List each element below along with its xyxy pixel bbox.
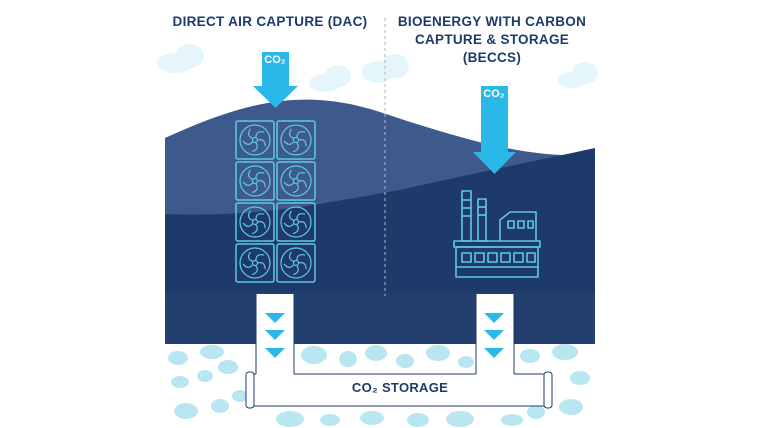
pipe-arrows-beccs [484,313,504,358]
fan-icon [276,243,316,283]
dac-title: DIRECT AIR CAPTURE (DAC) [172,14,368,29]
co2-storage-label: CO₂ STORAGE [351,380,449,395]
co2-label-beccs: CO₂ [483,88,505,100]
beccs-title-line-3: (BECCS) [462,50,522,65]
factory-icon [453,190,541,278]
co2-label-dac: CO₂ [264,54,286,66]
pipe-arrows-dac [265,313,285,358]
arrow-down-icon [265,348,285,358]
dac-fan-grid [235,120,316,283]
fan-icon [276,161,316,201]
rock-layer [168,344,590,427]
arrow-down-icon [484,348,504,358]
ground-layer [165,292,595,344]
arrow-down-icon [484,330,504,340]
fan-icon [235,120,275,160]
arrow-down-icon [484,313,504,323]
fan-icon [235,202,275,242]
fan-icon [235,161,275,201]
arrow-down-icon [265,330,285,340]
beccs-title-line-1: BIOENERGY WITH CARBON [397,14,587,29]
fan-icon [235,243,275,283]
fan-icon [276,202,316,242]
co2-arrow-dac [253,52,298,108]
arrow-down-icon [265,313,285,323]
co2-arrow-beccs [473,86,516,174]
beccs-title: BIOENERGY WITH CARBON CAPTURE & STORAGE … [386,13,598,67]
cloud-shapes [157,44,598,92]
fan-icon [276,120,316,160]
beccs-title-line-2: CAPTURE & STORAGE [414,32,570,47]
storage-pipe [245,294,553,409]
